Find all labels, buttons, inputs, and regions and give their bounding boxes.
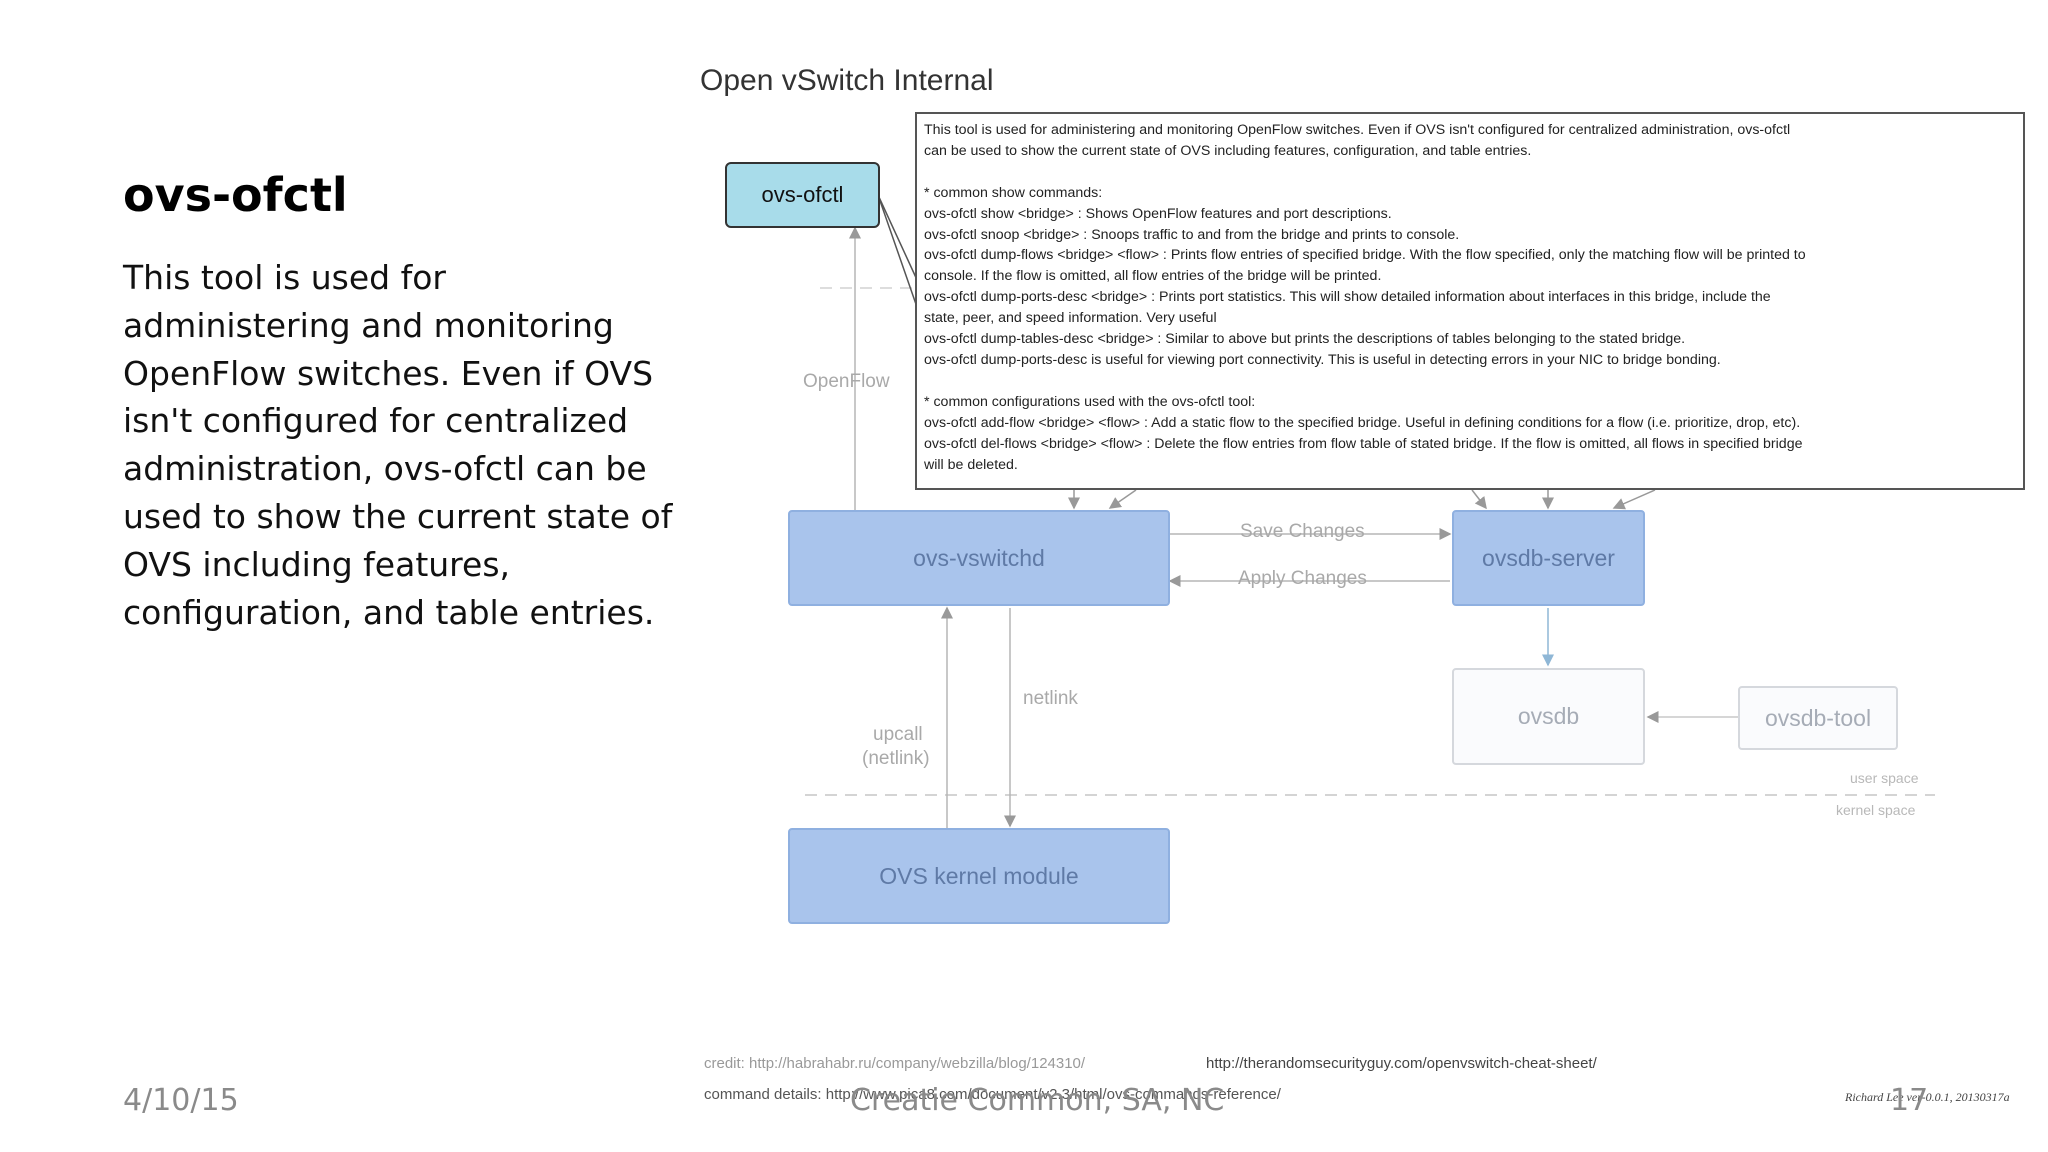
label-kernel-space: kernel space [1836,802,1916,818]
diagram-heading: Open vSwitch Internal [700,64,994,97]
footer-date: 4/10/15 [123,1083,239,1118]
stub-arrow-5 [1612,489,1656,510]
callout-line: ovs-ofctl show <bridge> : Shows OpenFlow… [924,205,1392,222]
callout-line: ovs-ofctl del-flows <bridge> <flow> : De… [924,435,1803,452]
diagram-connectors [805,194,1935,828]
author-signature: Richard Lee ver-0.0.1, 20130317a [1845,1090,2010,1104]
callout-line: can be used to show the current state of… [924,142,1532,159]
stub-arrow-2 [1108,489,1137,509]
credit-habrahabr: credit: http://habrahabr.ru/company/webz… [704,1055,1086,1072]
callout-line: ovs-ofctl snoop <bridge> : Snoops traffi… [924,226,1460,243]
callout-line: console. If the flow is omitted, all flo… [924,268,1382,285]
callout-line: ovs-ofctl add-flow <bridge> <flow> : Add… [924,414,1801,431]
footer-page-number: 17 [1890,1083,1929,1118]
node-ovsdb: ovsdb [1452,668,1645,765]
footer-license: Creatie Common, SA, NC [850,1083,1225,1118]
node-ovs-kernel-module: OVS kernel module [788,828,1170,924]
callout-line: * common show commands: [924,184,1103,201]
node-ovs-ofctl: ovs-ofctl [725,162,880,228]
callout-line: state, peer, and speed information. Very… [924,310,1217,327]
node-ovsdb-tool: ovsdb-tool [1738,686,1898,750]
label-user-space: user space [1850,770,1919,786]
ovs-ofctl-callout: This tool is used for administering and … [915,112,2025,490]
label-save-changes: Save Changes [1240,521,1365,542]
callout-line: ovs-ofctl dump-flows <bridge> <flow> : P… [924,247,1806,264]
credit-command-details: command details: http://www.pica8.com/do… [704,1086,1281,1103]
label-netlink: netlink [1023,688,1078,709]
slide-body-text: This tool is used for administering and … [123,258,673,632]
label-upcall: upcall [873,724,923,745]
callout-line: will be deleted. [924,456,1018,473]
node-ovsdb-server: ovsdb-server [1452,510,1645,606]
callout-line [924,162,2016,183]
stub-arrow-3 [1471,489,1487,510]
callout-line: ovs-ofctl dump-ports-desc is useful for … [924,351,1721,368]
callout-line: This tool is used for administering and … [924,122,1791,138]
callout-pointer-b [877,194,919,311]
callout-line [924,371,2016,392]
label-openflow: OpenFlow [803,371,890,392]
slide-title: ovs-ofctl [123,168,348,222]
callout-line: * common configurations used with the ov… [924,393,1256,410]
ovs-internal-diagram: Open vSwitch Internal ovs-ofctl ovs-vswi… [690,60,2048,1110]
label-upcall-netlink: (netlink) [862,748,930,769]
label-apply-changes: Apply Changes [1238,568,1367,589]
credit-cheat-sheet: http://therandomsecurityguy.com/openvswi… [1206,1055,1597,1072]
callout-pointer-a [877,194,919,283]
callout-line: ovs-ofctl dump-tables-desc <bridge> : Si… [924,331,1686,348]
node-ovs-vswitchd: ovs-vswitchd [788,510,1170,606]
callout-line: ovs-ofctl dump-ports-desc <bridge> : Pri… [924,289,1771,306]
